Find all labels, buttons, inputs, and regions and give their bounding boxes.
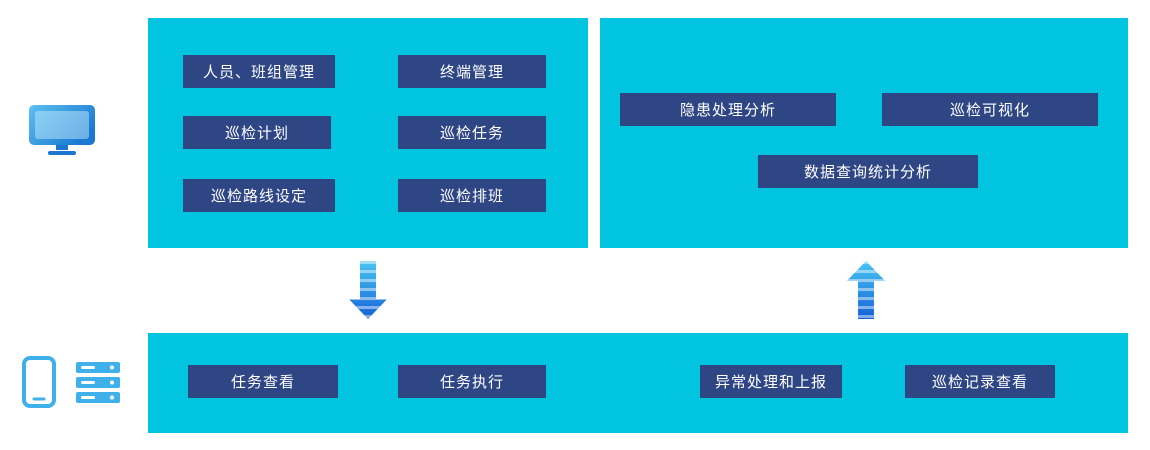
handheld-terminal-icon	[74, 360, 122, 410]
monitor-icon	[28, 104, 96, 160]
diagram-node-inspection-route-setting: 巡检路线设定	[183, 179, 335, 212]
diagram-node-inspection-visualization: 巡检可视化	[882, 93, 1098, 126]
diagram-node-inspection-plan: 巡检计划	[183, 116, 331, 149]
analysis-panel: 隐患处理分析 巡检可视化 数据查询统计分析	[600, 18, 1128, 248]
diagram-node-data-query-statistics-analysis: 数据查询统计分析	[758, 155, 978, 188]
arrow-up-icon	[847, 261, 885, 319]
terminal-panel: 任务查看 任务执行 异常处理和上报 巡检记录查看	[148, 333, 1128, 433]
arrow-down-icon	[349, 261, 387, 319]
management-panel: 人员、班组管理 终端管理 巡检计划 巡检任务 巡检路线设定 巡检排班	[148, 18, 588, 248]
diagram-node-terminal-management: 终端管理	[398, 55, 546, 88]
phone-icon	[20, 356, 58, 412]
diagram-node-inspection-task: 巡检任务	[398, 116, 546, 149]
diagram-node-task-view: 任务查看	[188, 365, 338, 398]
diagram-node-exception-handling-reporting: 异常处理和上报	[700, 365, 842, 398]
diagram-node-task-execution: 任务执行	[398, 365, 546, 398]
diagram-node-hazard-handling-analysis: 隐患处理分析	[620, 93, 836, 126]
diagram-node-inspection-record-view: 巡检记录查看	[905, 365, 1055, 398]
diagram-node-personnel-team-management: 人员、班组管理	[183, 55, 335, 88]
diagram-node-inspection-scheduling: 巡检排班	[398, 179, 546, 212]
